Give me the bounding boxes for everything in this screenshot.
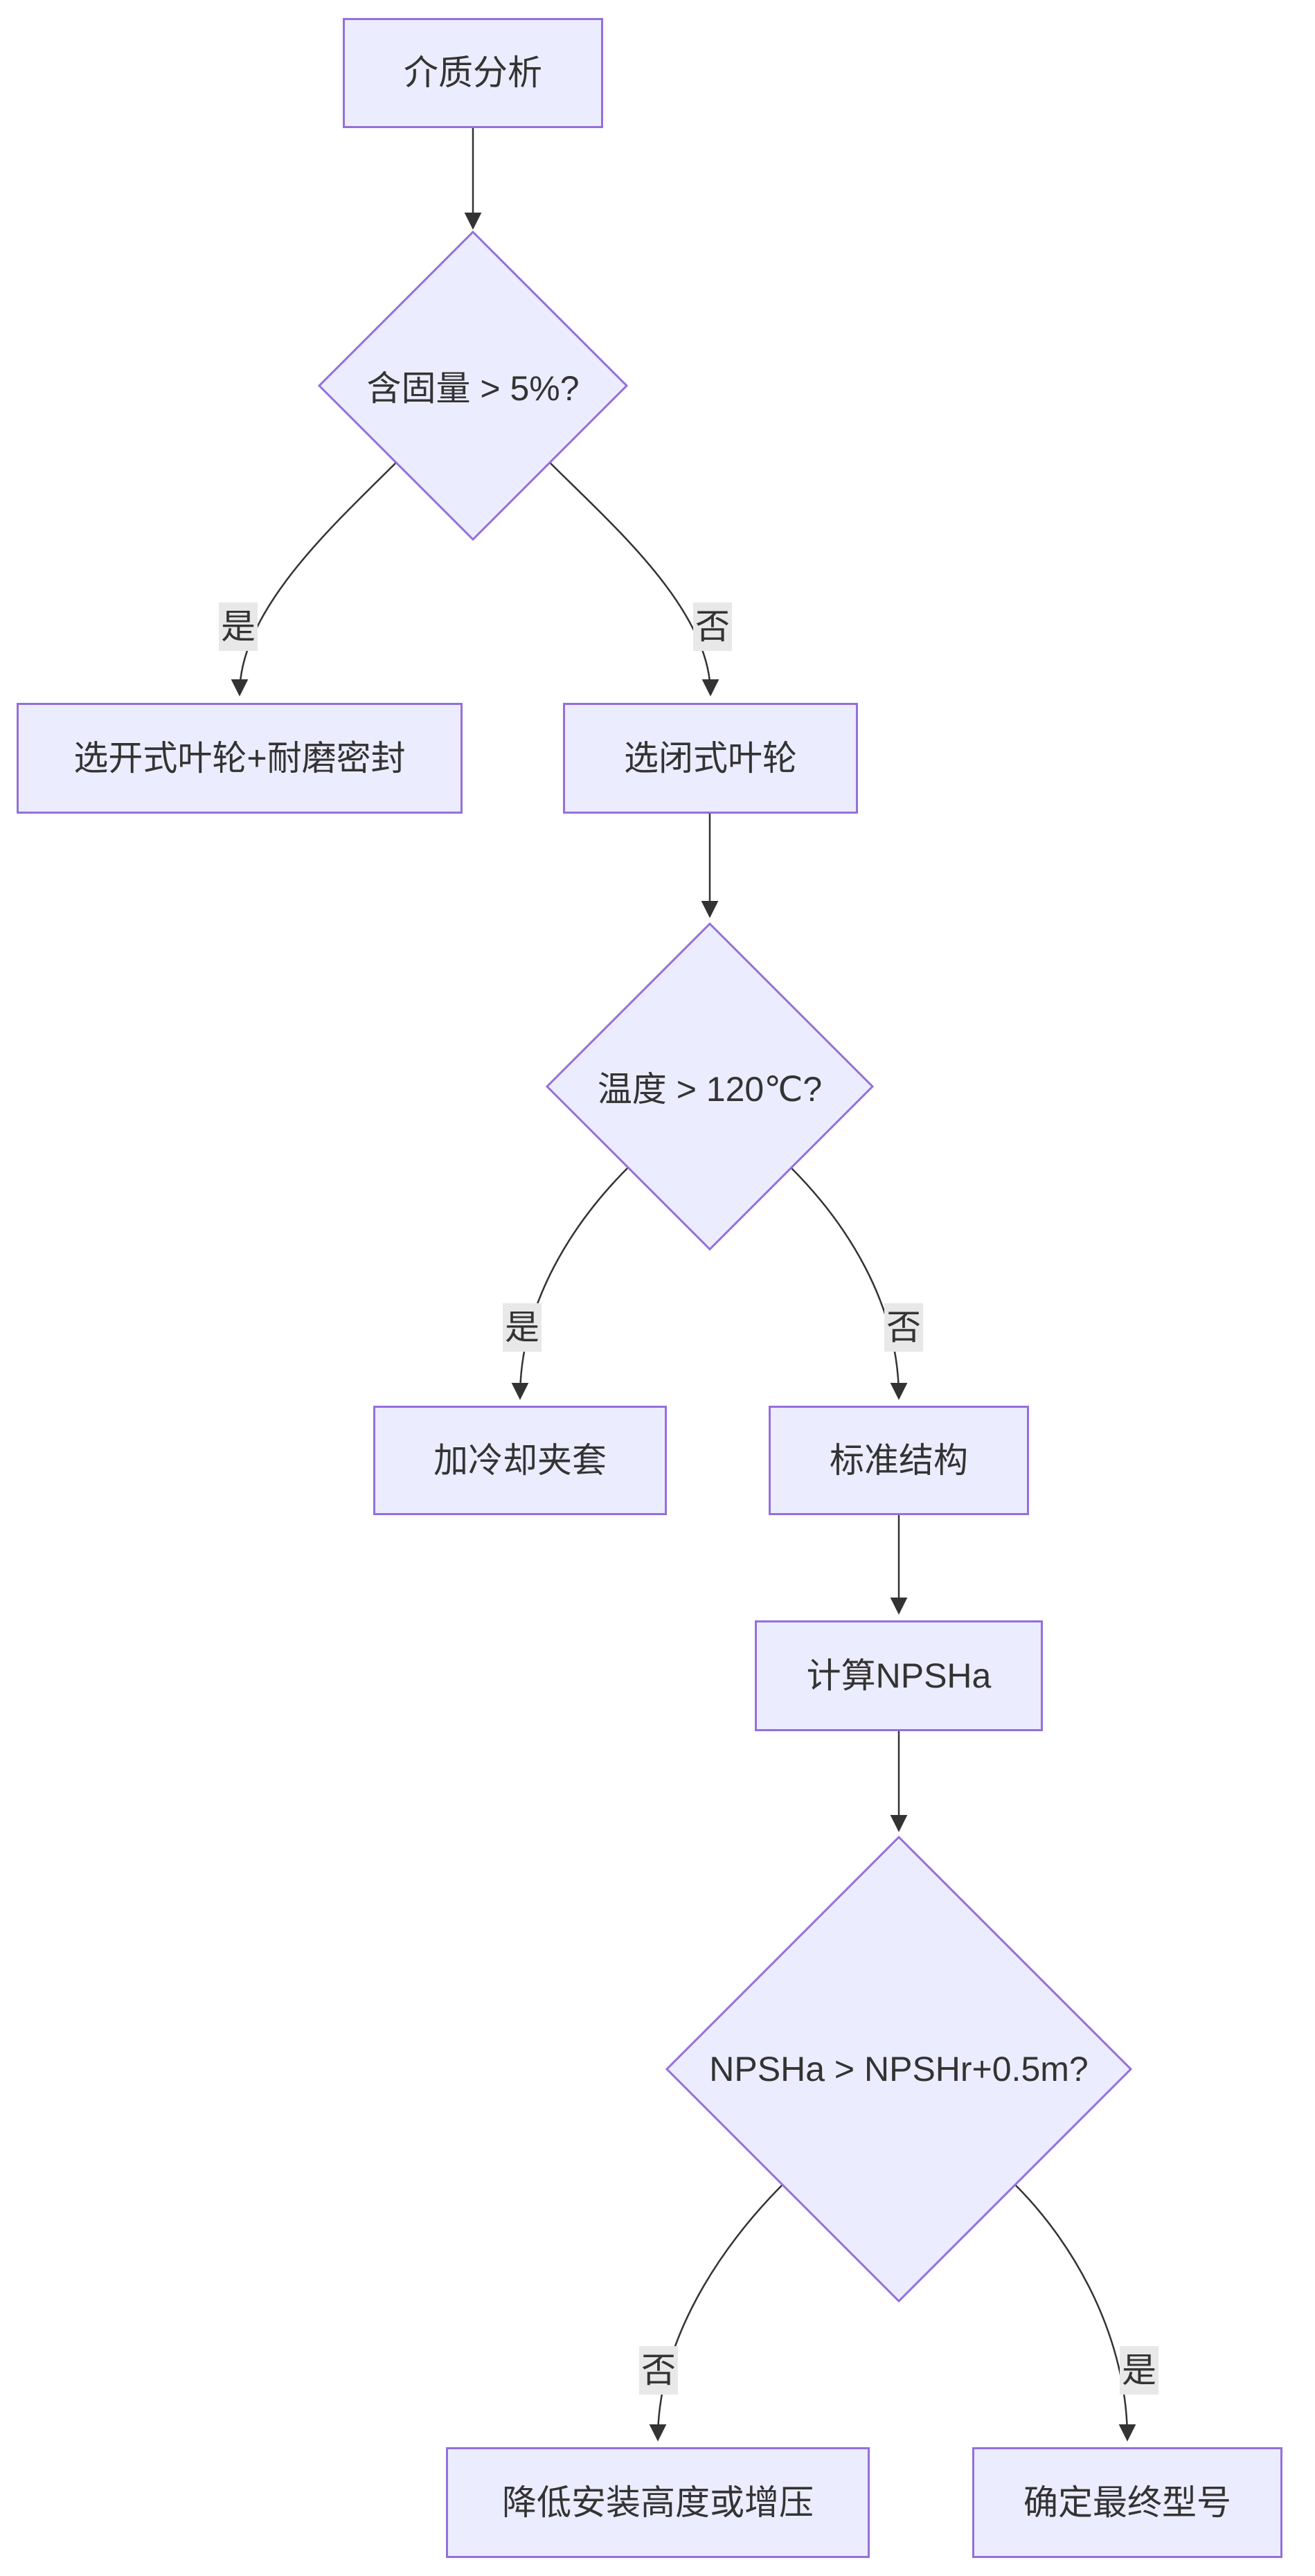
edge-npsh-yes-to-final-model	[1014, 2184, 1136, 2442]
edge-npsh-no-to-reduce-height	[649, 2184, 783, 2442]
node-final-model: 确定最终型号	[972, 2447, 1282, 2558]
node-reduce-height-label: 降低安装高度或增压	[502, 2483, 814, 2522]
edge-label-temp-no: 否	[884, 1303, 923, 1352]
edge-label-solids-no: 否	[693, 602, 732, 651]
node-media-analysis-label: 介质分析	[404, 53, 542, 93]
node-calc-npsha: 计算NPSHa	[755, 1620, 1043, 1731]
edge-label-npsh-yes: 是	[1120, 2346, 1159, 2395]
node-closed-impeller-label: 选闭式叶轮	[624, 738, 797, 778]
node-final-model-label: 确定最终型号	[1023, 2483, 1231, 2522]
edge-solids-no-to-closed-impeller	[549, 462, 719, 697]
edge-solids-yes-to-open-impeller	[231, 462, 397, 697]
node-standard-structure-label: 标准结构	[830, 1440, 968, 1480]
decision-temp-label: 温度 > 120℃?	[597, 1070, 823, 1109]
node-open-impeller: 选开式叶轮+耐磨密封	[17, 703, 463, 814]
node-reduce-height: 降低安装高度或增压	[446, 2447, 870, 2558]
node-open-impeller-label: 选开式叶轮+耐磨密封	[73, 738, 406, 778]
decision-temp-diamond	[545, 922, 875, 1251]
node-calc-npsha-label: 计算NPSHa	[806, 1656, 992, 1695]
node-cooling-jacket: 加冷却夹套	[373, 1406, 667, 1515]
edge-label-solids-yes: 是	[219, 602, 258, 651]
node-cooling-jacket-label: 加冷却夹套	[433, 1440, 607, 1480]
edge-temp-no-to-standard-structure	[790, 1167, 908, 1400]
edge-label-npsh-no: 否	[639, 2346, 678, 2395]
decision-solids-diamond	[317, 230, 629, 542]
decision-solids-label: 含固量 > 5%?	[366, 369, 580, 408]
node-standard-structure: 标准结构	[769, 1406, 1029, 1515]
node-media-analysis: 介质分析	[343, 18, 603, 128]
edge-label-temp-yes: 是	[503, 1303, 542, 1352]
node-closed-impeller: 选闭式叶轮	[563, 703, 858, 814]
decision-npsh-label: NPSHa > NPSHr+0.5m?	[709, 2050, 1089, 2088]
decision-npsh-diamond	[665, 1835, 1133, 2303]
edge-temp-yes-to-cooling-jacket	[511, 1167, 629, 1400]
